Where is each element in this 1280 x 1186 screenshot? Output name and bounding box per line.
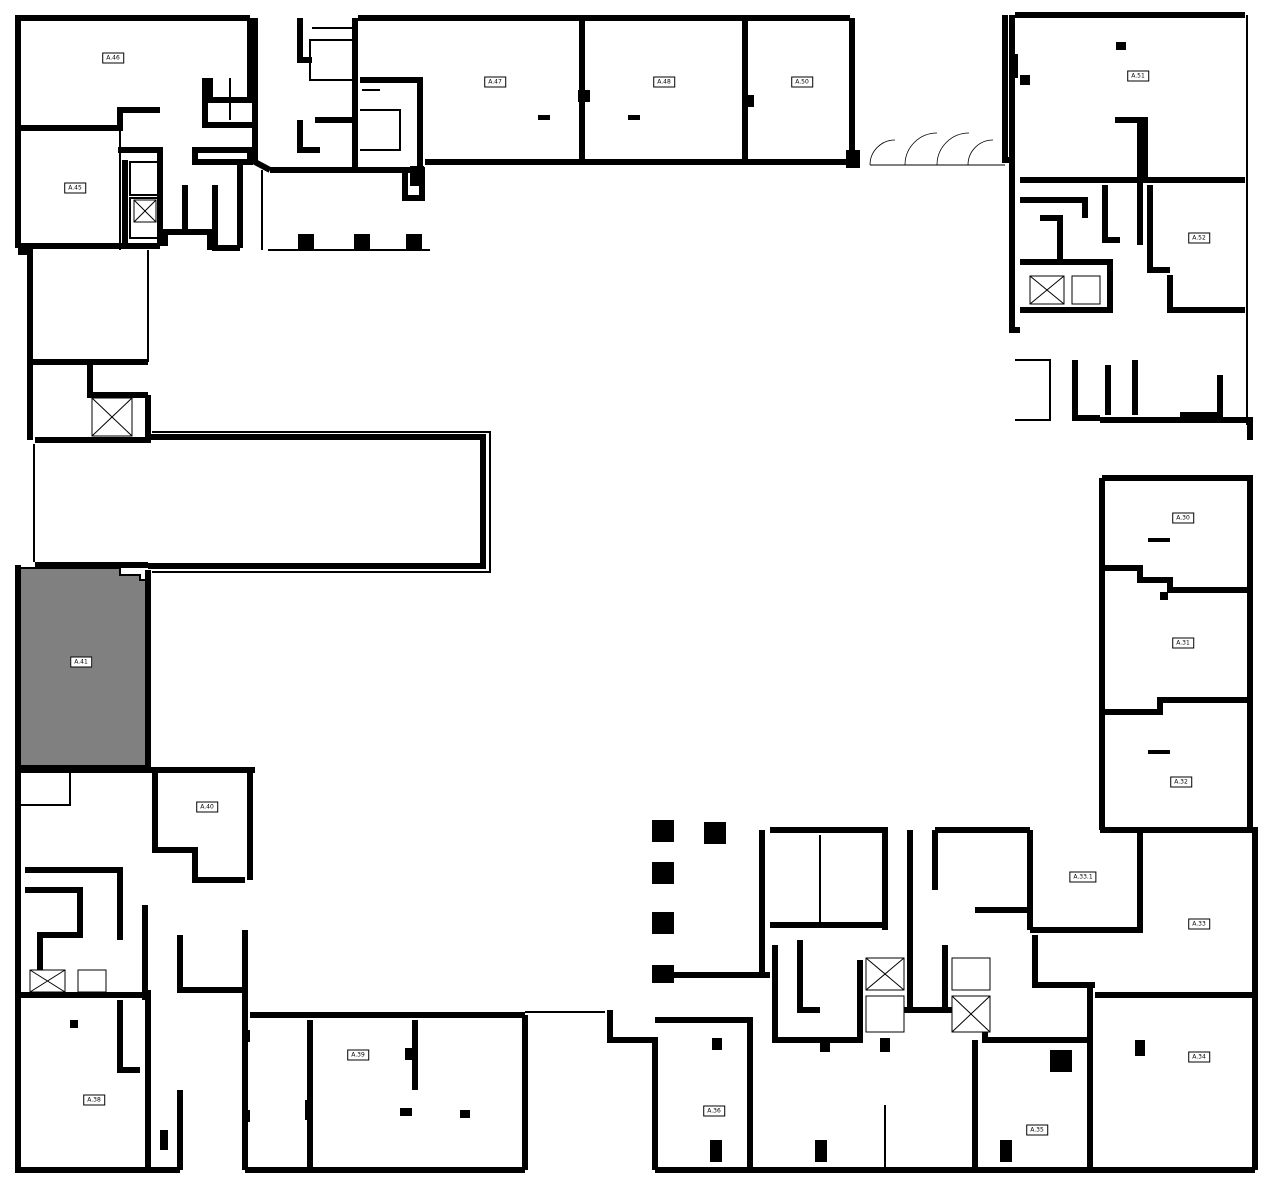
east-wing xyxy=(1099,475,1255,833)
unit-label-a36[interactable]: A.36 xyxy=(703,1105,725,1117)
unit-label-text: A.39 xyxy=(351,1051,365,1059)
south-east-block xyxy=(607,820,1258,1173)
unit-label-text: A.51 xyxy=(1131,72,1145,80)
unit-label-a39[interactable]: A.39 xyxy=(347,1049,369,1061)
unit-label-a35[interactable]: A.35 xyxy=(1026,1124,1048,1136)
unit-label-text: A.50 xyxy=(795,78,809,86)
unit-label-a30[interactable]: A.30 xyxy=(1172,512,1194,524)
unit-label-text: A.38 xyxy=(87,1096,101,1104)
unit-label-a46[interactable]: A.46 xyxy=(102,52,124,64)
west-wing xyxy=(15,249,491,773)
unit-label-a331[interactable]: A.33.1 xyxy=(1069,871,1097,883)
unit-label-a32[interactable]: A.32 xyxy=(1170,776,1192,788)
unit-label-a33[interactable]: A.33 xyxy=(1188,918,1210,930)
unit-label-a45[interactable]: A.45 xyxy=(64,182,86,194)
unit-label-text: A.30 xyxy=(1176,514,1190,522)
north-facade-block xyxy=(358,15,1005,168)
north-west-block xyxy=(15,15,430,251)
unit-label-text: A.33 xyxy=(1192,920,1206,928)
unit-label-text: A.31 xyxy=(1176,639,1190,647)
unit-label-text: A.48 xyxy=(657,78,671,86)
unit-label-a52[interactable]: A.52 xyxy=(1188,232,1210,244)
unit-label-a47[interactable]: A.47 xyxy=(484,76,506,88)
unit-label-text: A.47 xyxy=(488,78,502,86)
unit-label-text: A.34 xyxy=(1192,1053,1206,1061)
unit-label-a41[interactable]: A.41 xyxy=(70,656,92,668)
north-east-block xyxy=(1002,12,1253,440)
unit-label-a51[interactable]: A.51 xyxy=(1127,70,1149,82)
unit-label-text: A.46 xyxy=(106,54,120,62)
unit-label-text: A.41 xyxy=(74,658,88,666)
unit-label-text: A.40 xyxy=(200,803,214,811)
south-west-block xyxy=(15,770,605,1173)
unit-label-text: A.52 xyxy=(1192,234,1206,242)
unit-label-text: A.45 xyxy=(68,184,82,192)
unit-label-a38[interactable]: A.38 xyxy=(83,1094,105,1106)
unit-label-text: A.33.1 xyxy=(1073,873,1093,881)
unit-label-a48[interactable]: A.48 xyxy=(653,76,675,88)
unit-label-a40[interactable]: A.40 xyxy=(196,801,218,813)
unit-label-a31[interactable]: A.31 xyxy=(1172,637,1194,649)
unit-label-text: A.36 xyxy=(707,1107,721,1115)
unit-label-a50[interactable]: A.50 xyxy=(791,76,813,88)
unit-label-a34[interactable]: A.34 xyxy=(1188,1051,1210,1063)
unit-label-text: A.32 xyxy=(1174,778,1188,786)
unit-label-text: A.35 xyxy=(1030,1126,1044,1134)
